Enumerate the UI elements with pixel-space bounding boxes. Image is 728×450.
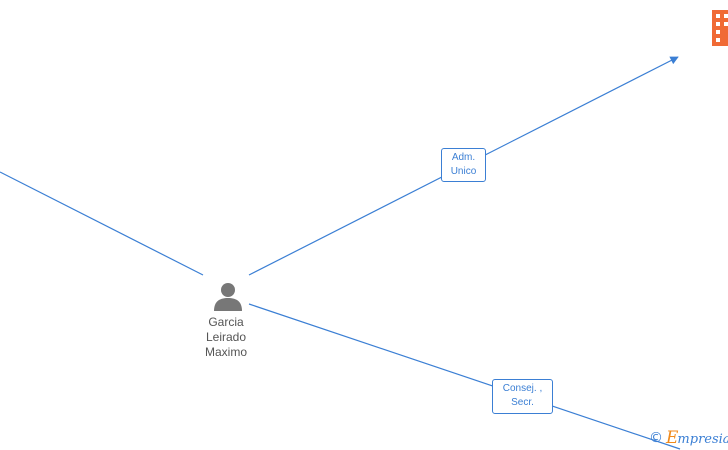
role-label-line: Unico	[450, 166, 477, 177]
copyright-symbol: ©	[649, 430, 663, 446]
building-icon[interactable]	[710, 10, 728, 46]
edge-lower	[248, 303, 681, 450]
brand-initial: E	[666, 428, 679, 448]
role-label-line: Secr.	[511, 397, 534, 408]
person-name-line: Garcia	[208, 315, 244, 329]
person-name-line: Leirado	[205, 330, 247, 344]
role-label-line: Consej. ,	[502, 383, 543, 394]
person-name-line: Maximo	[204, 345, 247, 359]
brand-name: mpresia	[677, 432, 728, 447]
person-icon[interactable]	[213, 281, 243, 311]
role-box-consej-secr[interactable]: Consej. , Secr.	[492, 379, 553, 414]
role-label-line: Adm.	[451, 152, 476, 163]
brand-logo[interactable]: Empresia	[666, 428, 728, 448]
footer-brand: © Empresia	[649, 428, 728, 448]
edge-incoming	[0, 171, 204, 276]
person-name[interactable]: Garcia Leirado Maximo	[186, 315, 266, 360]
role-box-adm-unico[interactable]: Adm. Unico	[441, 148, 486, 182]
